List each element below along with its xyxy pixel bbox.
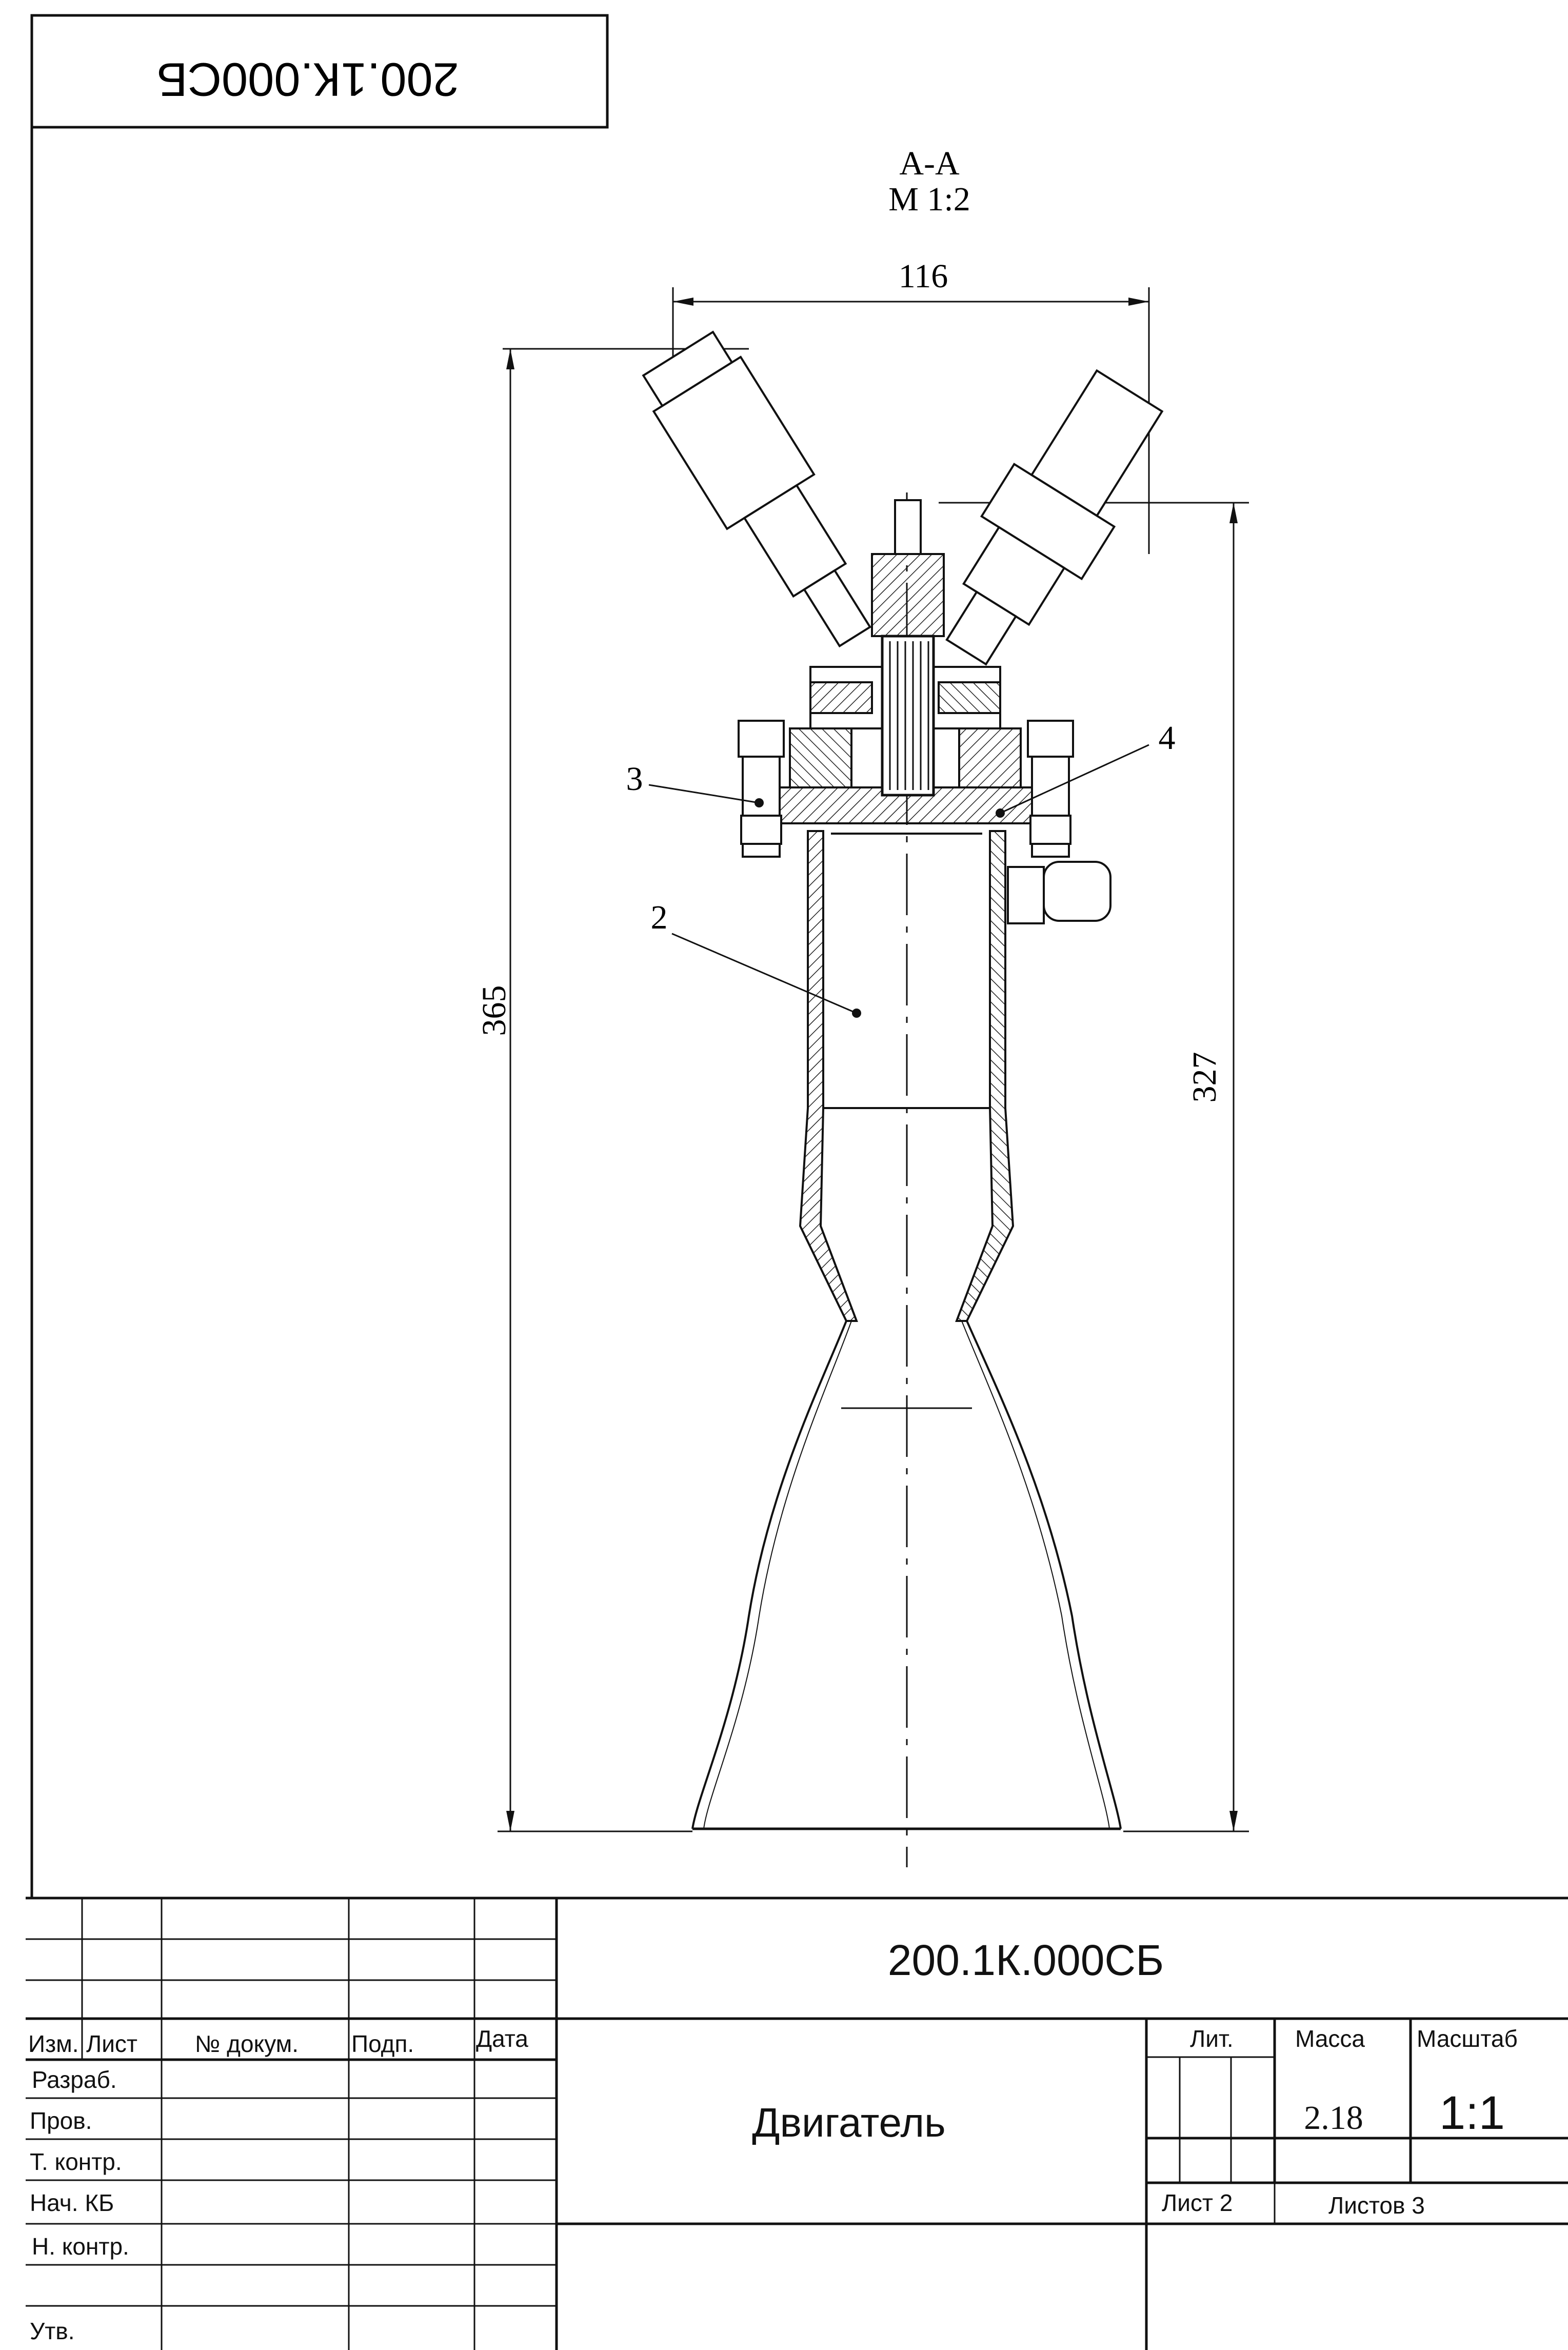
sensor-port: [1007, 866, 1045, 924]
callout-3: 3: [626, 760, 764, 807]
section-title: А-А: [899, 145, 960, 182]
role-utv: Утв.: [30, 2318, 75, 2344]
role-t-kontr: Т. контр.: [30, 2148, 122, 2175]
valve-right: [945, 369, 1164, 666]
callout-3-label: 3: [626, 760, 643, 798]
column-header-doc: № докум.: [195, 2030, 299, 2057]
sheets-label: Листов 3: [1328, 2192, 1425, 2219]
role-razrab: Разраб.: [32, 2066, 117, 2093]
role-prov: Пров.: [30, 2107, 92, 2134]
corner-stamp-designation: 200.1К.000СБ: [156, 53, 459, 106]
callout-4-label: 4: [1159, 719, 1176, 757]
callout-2: 2: [651, 899, 861, 1018]
sheet-label: Лист 2: [1162, 2189, 1233, 2216]
valve-left: [642, 330, 871, 648]
scale-label: Масштаб: [1417, 2025, 1518, 2052]
title-block-designation: 200.1К.000СБ: [888, 1936, 1164, 1984]
column-header-sign: Подп.: [351, 2030, 414, 2057]
dimension-width-value: 116: [899, 258, 948, 295]
section-scale: М 1:2: [888, 181, 970, 218]
igniter-body: [881, 635, 935, 797]
scale-value: 1:1: [1439, 2087, 1505, 2139]
dimension-right-height-value: 327: [1186, 1052, 1223, 1103]
title-block-product-name: Двигатель: [752, 2100, 945, 2145]
chamber-wall-right: [955, 830, 1015, 1322]
lit-label: Лит.: [1190, 2025, 1234, 2052]
nozzle-bell-right: [966, 1320, 1122, 1829]
callout-2-label: 2: [651, 899, 668, 936]
column-header-list: Лист: [86, 2030, 137, 2057]
nozzle-bell-left: [691, 1320, 847, 1829]
mass-label: Масса: [1295, 2025, 1365, 2052]
callout-4: 4: [996, 719, 1176, 818]
dimension-width: 116: [672, 258, 1150, 554]
dimension-right-height: 327: [939, 502, 1249, 1832]
role-n-kontr: Н. контр.: [32, 2233, 129, 2260]
dimension-total-height-value: 365: [475, 985, 513, 1036]
column-header-date: Дата: [476, 2025, 528, 2052]
role-nach-kb: Нач. КБ: [30, 2189, 114, 2216]
column-header-izm: Изм.: [28, 2030, 79, 2057]
chamber-wall-left: [799, 830, 858, 1322]
title-block-text: 200.1К.000СБ Двигатель Изм. Лист № докум…: [28, 1936, 1518, 2344]
title-block: [26, 1897, 1568, 2350]
engine-assembly: [642, 330, 1164, 1830]
corner-stamp: 200.1К.000СБ: [30, 14, 609, 129]
dimension-total-height: 365: [475, 348, 749, 1832]
mass-value: 2.18: [1304, 2099, 1363, 2137]
